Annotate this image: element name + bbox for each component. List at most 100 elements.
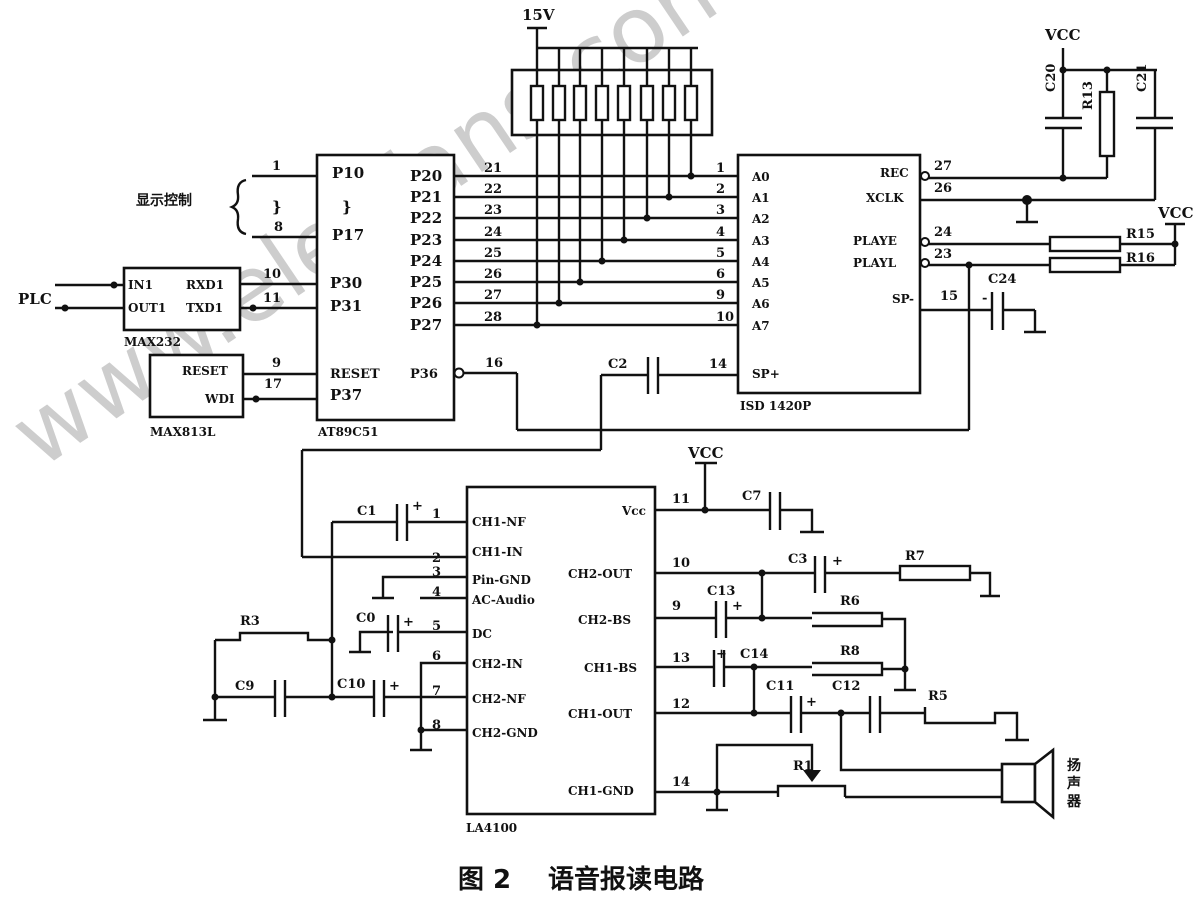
c10-plus: + bbox=[389, 679, 400, 694]
pin-num-13: 13 bbox=[672, 651, 690, 666]
mcu-pin-p20: P20 bbox=[410, 167, 442, 185]
isd-pin-num: 4 bbox=[716, 225, 725, 240]
speaker-cone-icon bbox=[1033, 747, 1055, 820]
la4100-name: LA4100 bbox=[466, 821, 517, 835]
la-pin-ch1-nf: CH1-NF bbox=[472, 515, 526, 529]
isd-pin-sp-plus: SP+ bbox=[752, 367, 780, 381]
c1-label: C1 bbox=[357, 504, 376, 519]
mcu-pin-reset: RESET bbox=[330, 367, 380, 382]
mcu-pin-p21: P21 bbox=[410, 188, 442, 206]
pin-num-11: 11 bbox=[263, 291, 281, 306]
pin-num-17: 17 bbox=[264, 377, 282, 392]
la-pin-ch2-out: CH2-OUT bbox=[568, 567, 632, 581]
mcu-body bbox=[315, 153, 456, 422]
r16-label: R16 bbox=[1126, 251, 1155, 266]
figure-number: 图 2 bbox=[458, 865, 511, 895]
pack-resistor bbox=[616, 84, 632, 122]
max232-pin-in1: IN1 bbox=[128, 278, 153, 292]
la4100-body bbox=[465, 485, 657, 816]
mcu-pin-p22: P22 bbox=[410, 209, 442, 227]
isd-pin-a2: A2 bbox=[751, 212, 770, 226]
r15-label: R15 bbox=[1126, 227, 1155, 242]
c11-label: C11 bbox=[766, 679, 794, 694]
junction-dot bbox=[665, 193, 673, 201]
la-pin-num: 8 bbox=[432, 718, 441, 733]
pin-num-1: 1 bbox=[272, 159, 281, 174]
mcu-pin-num: 21 bbox=[484, 161, 502, 176]
mcu-pin-num: 23 bbox=[484, 203, 502, 218]
isd-pin-a4: A4 bbox=[751, 255, 770, 269]
r13-label: R13 bbox=[1081, 81, 1096, 110]
la-pin-ac-audio: AC-Audio bbox=[471, 593, 535, 607]
isd-pin-num: 9 bbox=[716, 288, 725, 303]
mcu-pin-p37: P37 bbox=[330, 386, 362, 404]
la-pin-num: 4 bbox=[432, 585, 441, 600]
c0-label: C0 bbox=[356, 611, 375, 626]
junction-dot bbox=[687, 172, 695, 180]
max813l-body bbox=[148, 353, 245, 419]
display-control-label: 显示控制 bbox=[136, 192, 192, 209]
speaker-label-3: 器 bbox=[1066, 794, 1082, 810]
max232-chip: MAX232 IN1 OUT1 RXD1 TXD1 10 11 bbox=[122, 266, 317, 349]
c9-label: C9 bbox=[235, 679, 254, 694]
speaker-label-1: 扬 bbox=[1067, 757, 1081, 774]
isd-pin-a6: A6 bbox=[751, 297, 770, 311]
mcu-pin-p25: P25 bbox=[410, 273, 442, 291]
c0-plus: + bbox=[403, 615, 414, 630]
c21-label: C21 bbox=[1135, 64, 1150, 92]
mcu-pin-p27: P27 bbox=[410, 316, 442, 334]
la-pin-num: 2 bbox=[432, 551, 441, 566]
la-pin-ch1-gnd: CH1-GND bbox=[568, 784, 634, 798]
r8-label: R8 bbox=[840, 644, 860, 659]
la-pin-ch1-bs: CH1-BS bbox=[584, 661, 637, 675]
pin-num-range: } bbox=[272, 198, 282, 216]
max813l-pin-reset: RESET bbox=[182, 364, 228, 378]
pin-num-12: 12 bbox=[672, 697, 690, 712]
isd-pin-num: 10 bbox=[716, 310, 734, 325]
isd-pin-playe: PLAYE bbox=[853, 234, 897, 248]
resistor-pack: 15V bbox=[510, 6, 714, 137]
max232-name: MAX232 bbox=[124, 335, 181, 349]
pack-resistor bbox=[661, 84, 677, 122]
max232-pin-txd1: TXD1 bbox=[186, 301, 223, 315]
mcu-pin-num: 26 bbox=[484, 267, 502, 282]
mcu-pin-num: 22 bbox=[484, 182, 502, 197]
c20-label: C20 bbox=[1044, 64, 1059, 92]
c24-minus: - bbox=[982, 291, 987, 306]
resistor-array-body bbox=[510, 68, 714, 137]
pack-resistor bbox=[572, 84, 588, 122]
c13-plus: + bbox=[732, 599, 743, 614]
pack-resistor bbox=[639, 84, 655, 122]
la-pin-num: 1 bbox=[432, 507, 441, 522]
pin-num-9: 9 bbox=[272, 356, 281, 371]
isd-pin-num: 3 bbox=[716, 203, 725, 218]
la-pin-pin-gnd: Pin-GND bbox=[472, 573, 531, 587]
isd-body bbox=[736, 153, 922, 395]
r13-resistor bbox=[1098, 90, 1116, 158]
junction-dot bbox=[533, 321, 541, 329]
pack-resistor bbox=[594, 84, 610, 122]
r3-label: R3 bbox=[240, 614, 260, 629]
r7-label: R7 bbox=[905, 549, 925, 564]
pack-resistor bbox=[551, 84, 567, 122]
isd-pin-rec: REC bbox=[880, 166, 909, 180]
r7-resistor bbox=[898, 564, 972, 582]
isd-pin-num: 5 bbox=[716, 246, 725, 261]
pack-resistor bbox=[683, 84, 699, 122]
la-pin-ch1-in: CH1-IN bbox=[472, 545, 523, 559]
vcc-right-label: VCC bbox=[1157, 204, 1194, 222]
supply-15v-label: 15V bbox=[522, 6, 555, 24]
la-pin-ch2-gnd: CH2-GND bbox=[472, 726, 538, 740]
mcu-pin-p31: P31 bbox=[330, 297, 362, 315]
c3-plus: + bbox=[832, 554, 843, 569]
pin-num-24: 24 bbox=[934, 225, 952, 240]
la-pin-dc: DC bbox=[472, 627, 492, 641]
c12-label: C12 bbox=[832, 679, 860, 694]
mcu-pin-num: 28 bbox=[484, 310, 502, 325]
speaker-label-2: 声 bbox=[1066, 775, 1081, 792]
pack-resistor bbox=[529, 84, 545, 122]
isd-name: ISD 1420P bbox=[740, 399, 811, 413]
c24-label: C24 bbox=[988, 272, 1016, 287]
